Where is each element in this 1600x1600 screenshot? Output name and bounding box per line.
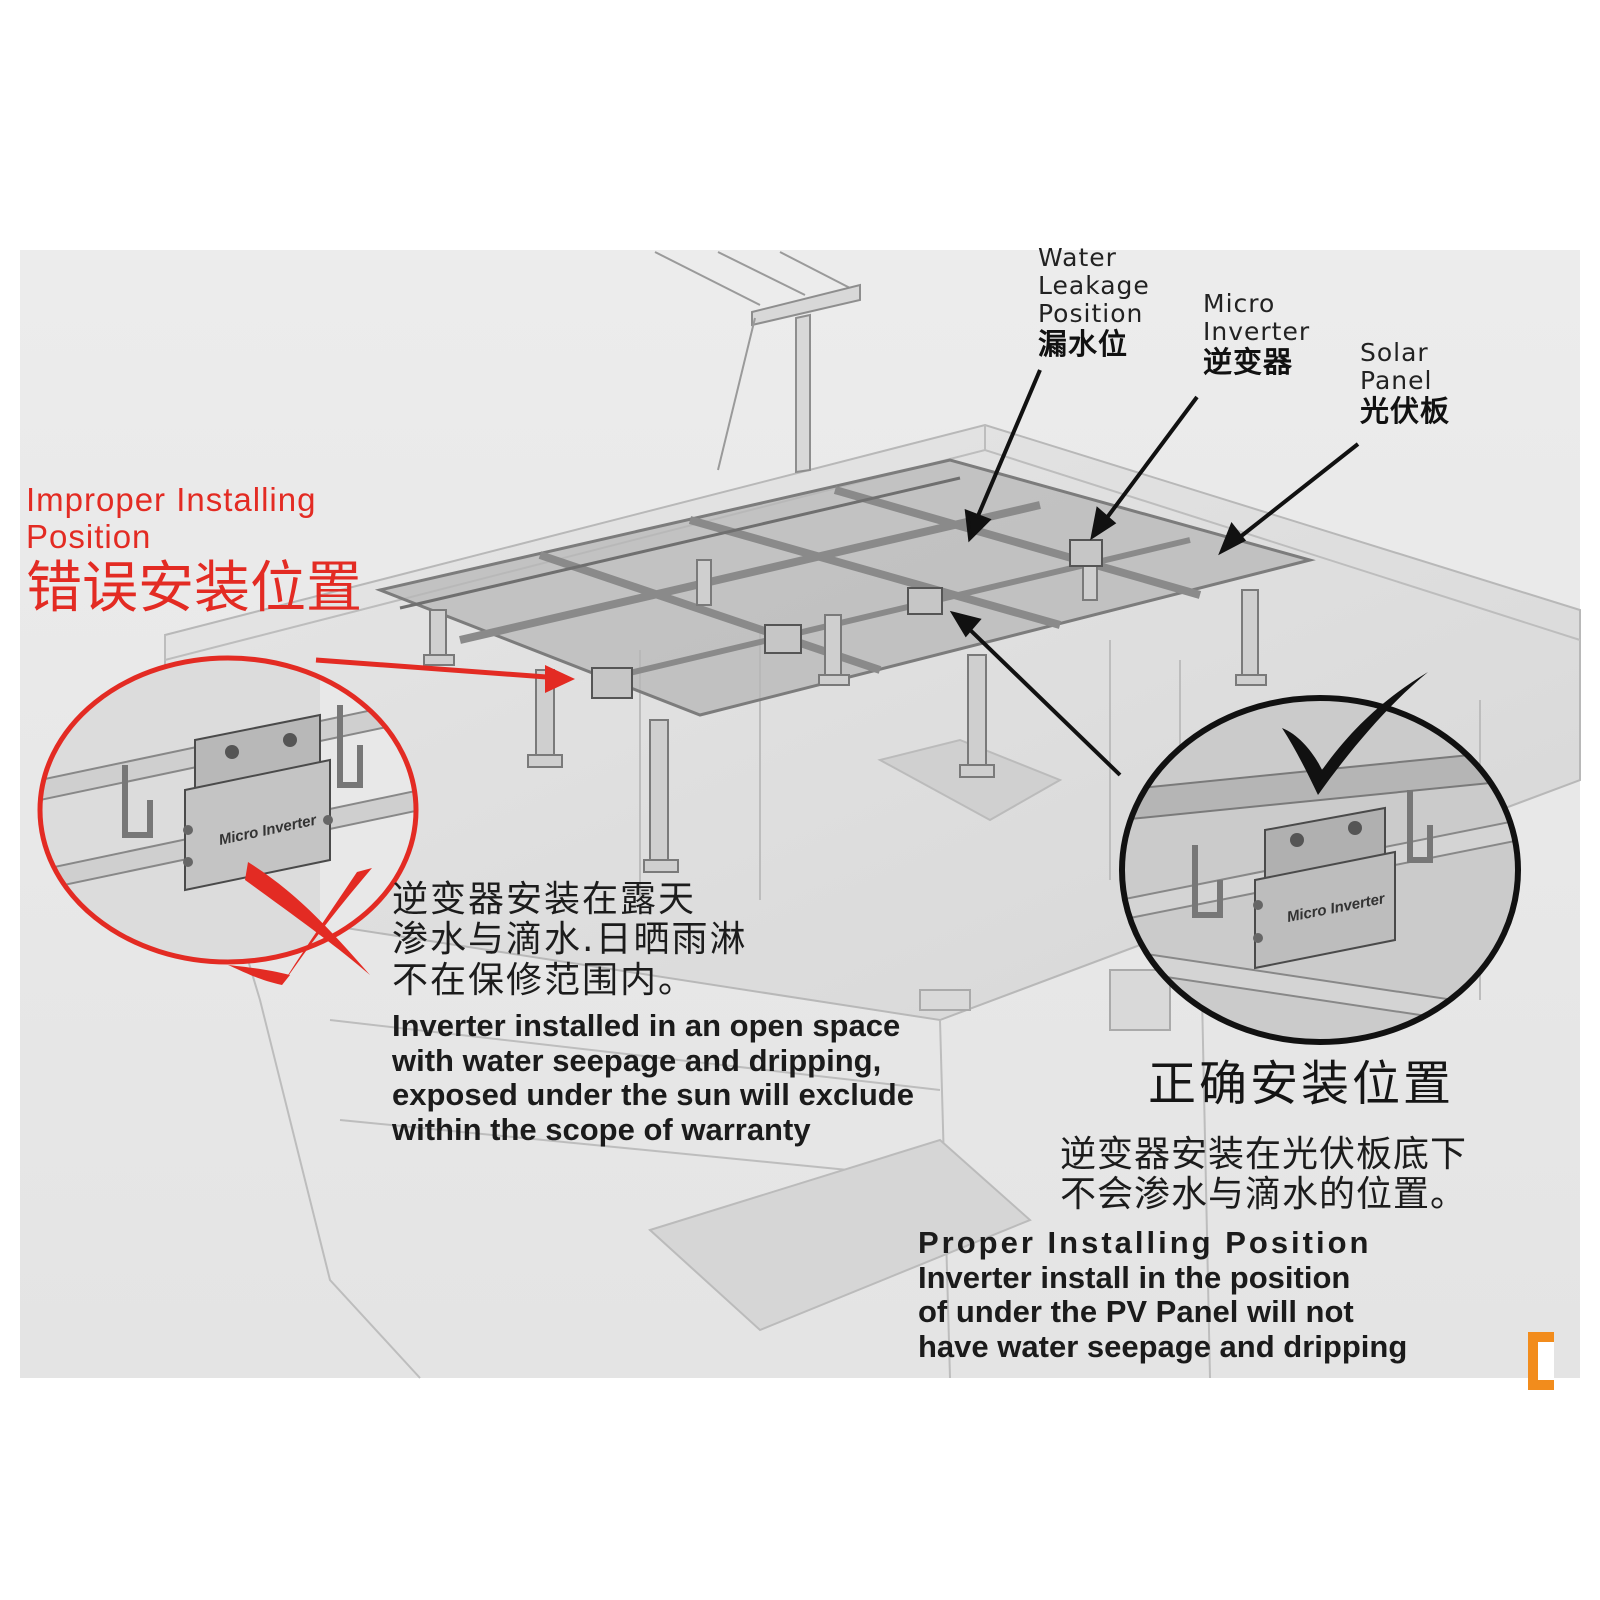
proper-title-en: Proper Installing Position [918, 1225, 1372, 1260]
label-arrows [949, 369, 1360, 777]
solar-panel-en-2: Panel [1360, 366, 1433, 395]
water-leakage-cn: 漏水位 [1038, 327, 1129, 361]
wrong-x-mark [228, 862, 372, 985]
proper-note-en-2: of under the PV Panel will not [918, 1294, 1354, 1330]
proper-note-cn-1: 逆变器安装在光伏板底下 [1060, 1134, 1468, 1175]
proper-note-cn-2: 不会渗水与滴水的位置。 [1060, 1174, 1468, 1216]
proper-note: 逆变器安装在光伏板底下 不会渗水与滴水的位置。 [1060, 1134, 1560, 1216]
water-leakage-en-1: Water [1038, 243, 1117, 272]
correct-detail-zoom: Micro Inverter [1119, 695, 1521, 1045]
improper-note-cn-3: 不在保修范围内。 [392, 959, 697, 1001]
improper-note-en-1: Inverter installed in an open space [392, 1007, 901, 1043]
improper-note-en-2: with water seepage and dripping, [392, 1042, 882, 1078]
micro-inverter-cn: 逆变器 [1203, 345, 1294, 379]
wrong-circle [37, 655, 419, 965]
wrong-arrow [315, 657, 575, 693]
micro-inverter-en-1: Micro [1203, 289, 1276, 318]
solar-panel-cn: 光伏板 [1360, 394, 1451, 428]
water-leakage-en-2: Leakage [1038, 271, 1150, 300]
frame-inverters [591, 539, 1103, 699]
improper-note-en-4: within the scope of warranty [392, 1112, 811, 1148]
micro-inverter-en-2: Inverter [1203, 317, 1311, 346]
frame-legs [423, 559, 1267, 873]
overhead-wires [654, 251, 861, 474]
micro-inverter-label: Micro Inverter 逆变器 [1203, 289, 1311, 379]
improper-note-cn-1: 逆变器安装在露天 [392, 879, 697, 920]
improper-note-cn-2: 渗水与滴水.日晒雨淋 [392, 919, 748, 961]
improper-title: Improper Installing Position 错误安装位置 [26, 481, 362, 621]
proper-title-cn: 正确安装位置 [1148, 1056, 1455, 1112]
orange-edge-accent-inner [1538, 1342, 1554, 1380]
correct-circle [1119, 695, 1521, 1045]
proper-note-en-1: Inverter install in the position [918, 1259, 1351, 1295]
correct-check-mark [1282, 672, 1428, 795]
solar-panel-label: Solar Panel 光伏板 [1360, 338, 1451, 428]
improper-title-cn: 错误安装位置 [26, 555, 362, 621]
proper-note-en-3: have water seepage and dripping [918, 1329, 1408, 1365]
water-leakage-en-3: Position [1038, 299, 1144, 328]
wrong-detail-zoom: Micro Inverter [37, 655, 419, 965]
improper-title-en-1: Improper Installing [26, 481, 317, 518]
proper-note-en: Proper Installing Position Inverter inst… [918, 1225, 1503, 1365]
improper-note-en-3: exposed under the sun will exclude [392, 1077, 914, 1113]
water-leakage-label: Water Leakage Position 漏水位 [1038, 243, 1150, 361]
improper-note: 逆变器安装在露天 渗水与滴水.日晒雨淋 不在保修范围内。 Inverter in… [392, 879, 1022, 1148]
improper-title-en-2: Position [26, 517, 152, 555]
solar-panel-en-1: Solar [1360, 338, 1429, 367]
